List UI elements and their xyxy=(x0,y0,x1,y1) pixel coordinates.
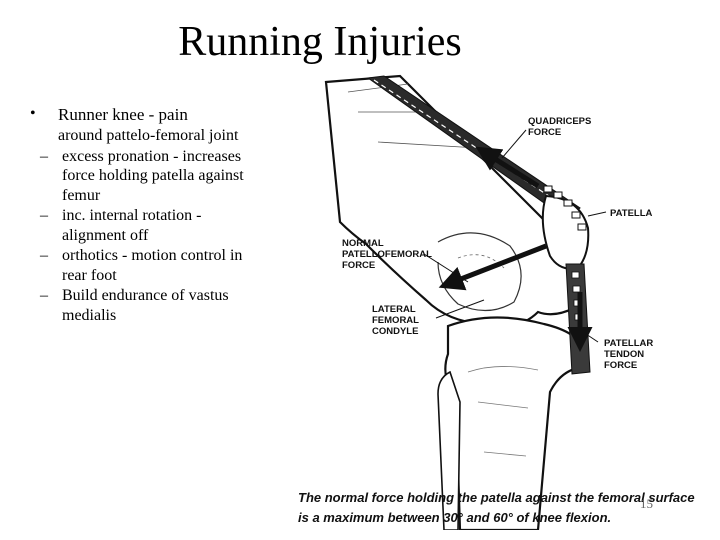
sub-bullet-text: excess pronation - increases force holdi… xyxy=(62,147,244,204)
quadriceps-tendon xyxy=(366,75,581,221)
knee-diagram: QUADRICEPS FORCE PATELLA NORMAL PATELLOF… xyxy=(298,74,695,530)
figure-caption-line-1: The normal force holding the patella aga… xyxy=(298,490,695,505)
condyle-dotted-line xyxy=(457,254,505,269)
bullet-runner-knee: • Runner knee - pain around pattelo-femo… xyxy=(30,104,245,146)
slide-title: Running Injuries xyxy=(178,19,462,65)
label-tendon: TENDON xyxy=(604,349,644,360)
sub-bullet-text: inc. internal rotation - alignment off xyxy=(62,207,202,244)
quadriceps-force-arrow xyxy=(475,146,540,189)
bullet-main-first-line: Runner knee - pain xyxy=(58,105,188,124)
sub-bullet: – excess pronation - increases force hol… xyxy=(30,147,245,206)
figure-caption-line-2: is a maximum between 30° and 60° of knee… xyxy=(298,510,611,525)
tendon-dashes xyxy=(373,79,577,215)
knee-diagram-figure: QUADRICEPS FORCE PATELLA NORMAL PATELLOF… xyxy=(288,72,714,530)
sub-bullet: – inc. internal rotation - alignment off xyxy=(30,206,245,245)
dash-icon: – xyxy=(40,207,48,224)
bullet-list: • Runner knee - pain around pattelo-femo… xyxy=(30,104,245,325)
sub-bullet: – Build endurance of vastus medialis xyxy=(30,286,245,325)
sub-bullet-text: orthotics - motion control in rear foot xyxy=(62,247,243,284)
fibula-bone xyxy=(437,370,461,530)
label-quadriceps-force: FORCE xyxy=(528,127,561,138)
label-patellar: PATELLAR xyxy=(604,338,653,349)
femoral-condyle-outline xyxy=(437,232,522,312)
label-quadriceps: QUADRICEPS xyxy=(528,116,591,127)
dash-icon: – xyxy=(40,287,48,304)
label-femoral: FEMORAL xyxy=(372,315,419,326)
label-lateral: LATERAL xyxy=(372,304,416,315)
dash-icon: – xyxy=(40,247,48,264)
label-normal-force: FORCE xyxy=(342,260,375,271)
dash-icon: – xyxy=(40,147,48,165)
page-number: 15 xyxy=(640,496,653,511)
label-condyle: CONDYLE xyxy=(372,326,418,337)
patella-beads xyxy=(543,185,587,231)
patellofemoral-force-arrow xyxy=(438,243,547,291)
label-patellofemoral: PATELLOFEMORAL xyxy=(342,249,432,260)
label-tendon-force: FORCE xyxy=(604,360,637,371)
label-normal: NORMAL xyxy=(342,238,384,249)
bullet-main-continuation: around pattelo-femoral joint xyxy=(58,127,239,144)
sub-bullet-text: Build endurance of vastus medialis xyxy=(62,287,229,324)
sub-bullet: – orthotics - motion control in rear foo… xyxy=(30,246,245,285)
label-patella: PATELLA xyxy=(610,208,653,219)
label-leader-lines xyxy=(423,129,607,343)
femur-bone xyxy=(324,74,579,328)
bullet-dot-icon: • xyxy=(30,105,36,122)
tibia-shading xyxy=(467,366,539,457)
